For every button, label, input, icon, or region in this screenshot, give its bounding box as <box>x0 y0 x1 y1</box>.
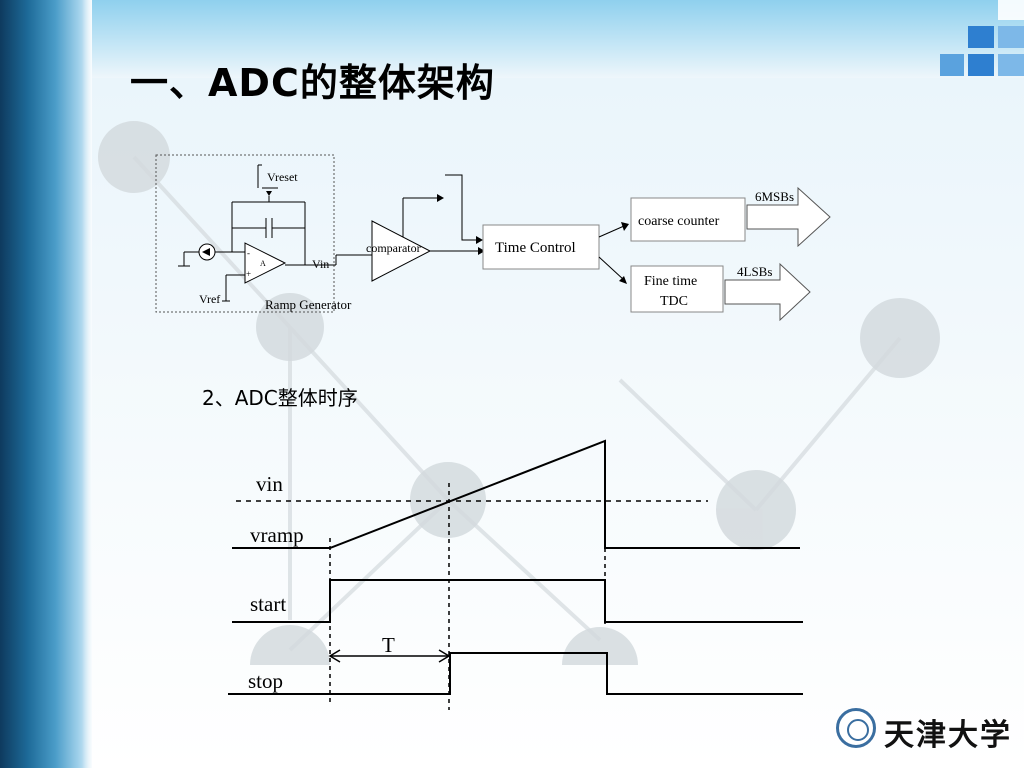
ramp-generator-box <box>155 154 335 313</box>
top-decor-band <box>92 0 1024 78</box>
comparator-label: comparator <box>366 241 421 255</box>
decor-square <box>940 54 964 76</box>
decor-square <box>998 0 1024 20</box>
decor-square <box>968 26 994 48</box>
switch-icon <box>266 191 272 196</box>
interval-label: T <box>382 633 395 657</box>
lsb-label: 4LSBs <box>737 264 772 279</box>
vin-label: Vin <box>312 257 329 271</box>
timing-subtitle: 2、ADC整体时序 <box>202 386 358 410</box>
left-decor-bar <box>0 0 92 768</box>
msb-label: 6MSBs <box>755 189 794 204</box>
coarse-counter-block <box>630 197 746 242</box>
fine-tdc-label-line1: Fine time <box>644 274 697 289</box>
university-seal-icon <box>836 708 876 748</box>
comparator-icon <box>371 220 432 282</box>
university-name: 天津大学 <box>884 718 1012 753</box>
slide-title: 一、ADC的整体架构 <box>130 61 495 105</box>
msb-output-arrow <box>746 186 831 248</box>
vramp-waveform <box>232 439 800 549</box>
lsb-output-arrow <box>724 262 811 322</box>
watermark-emblem <box>250 625 330 665</box>
vin-signal-label: vin <box>256 472 283 496</box>
stop-signal-label: stop <box>248 669 283 693</box>
coarse-counter-label: coarse counter <box>638 214 720 229</box>
fine-tdc-block <box>630 265 724 313</box>
opamp-minus-label: - <box>247 248 250 258</box>
opamp-plus-label: + <box>246 269 251 279</box>
watermark-emblem <box>562 627 638 665</box>
start-signal-label: start <box>250 592 286 616</box>
start-waveform <box>232 579 803 623</box>
ramp-generator-label: Ramp Generator <box>265 297 352 312</box>
time-control-label: Time Control <box>495 240 576 256</box>
vramp-signal-label: vramp <box>250 523 304 547</box>
fine-tdc-label-line2: TDC <box>660 294 688 309</box>
decor-square <box>968 54 994 76</box>
decor-square <box>998 54 1024 76</box>
opamp-icon <box>244 242 287 284</box>
vreset-label: Vreset <box>267 170 298 184</box>
decor-square <box>998 26 1024 48</box>
opamp-label: A <box>260 259 266 268</box>
university-logo: 天津大学 <box>836 708 1010 754</box>
vref-label: Vref <box>199 292 220 306</box>
stop-waveform <box>228 652 803 695</box>
time-control-block <box>482 224 600 270</box>
